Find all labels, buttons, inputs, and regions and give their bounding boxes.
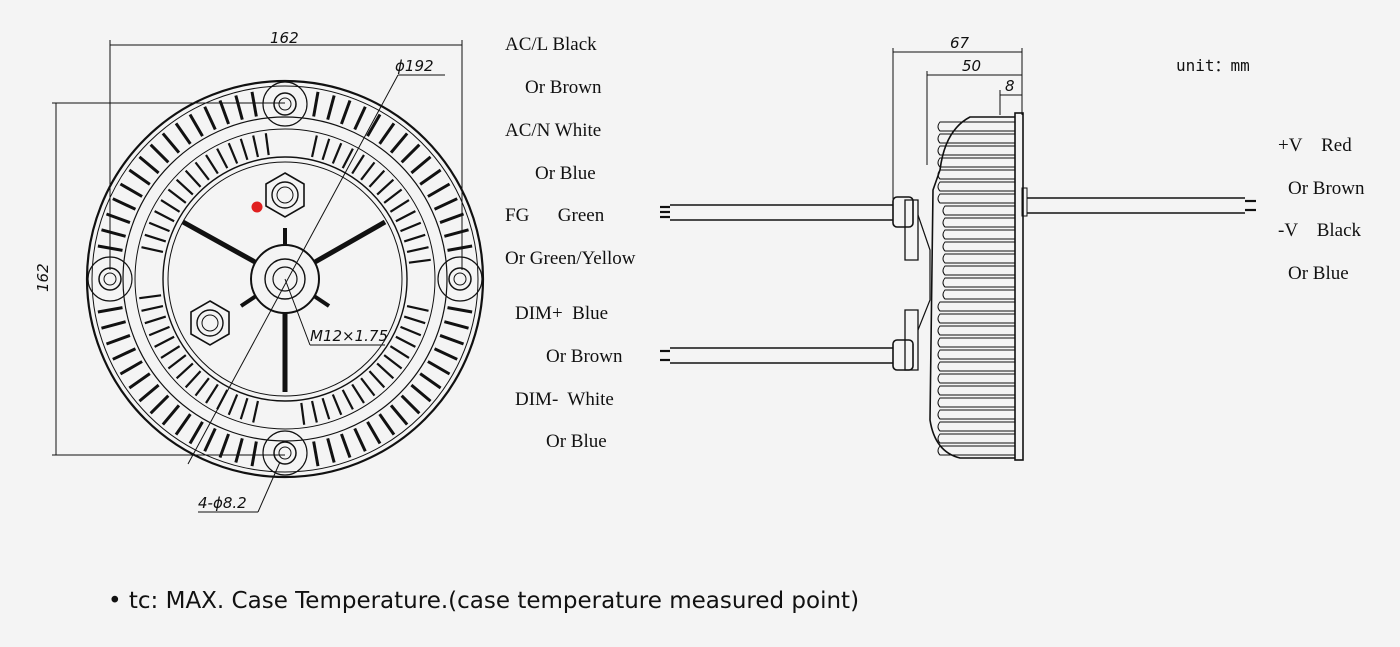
side-view [670, 48, 1245, 461]
mounting-hole-left [87, 256, 133, 302]
mounting-hole-bottom [262, 430, 308, 476]
wire-ends [660, 199, 1256, 362]
heatsink-fins [97, 91, 473, 467]
dim-thread: M12×1.75 [310, 327, 388, 345]
output-wire-label: +V Red [1278, 135, 1352, 156]
cable-gland-bottom [190, 300, 230, 346]
dim-height: 162 [34, 263, 52, 292]
input-wire-label: FG Green [505, 205, 605, 226]
dim-flange: 8 [1005, 77, 1015, 95]
input-wire-label: AC/N White [505, 120, 602, 141]
dim-holes: 4-ϕ8.2 [198, 494, 247, 512]
input-wire-label: Or Blue [535, 163, 596, 184]
dim-width: 162 [270, 29, 299, 47]
dim-diameter: ϕ192 [395, 57, 434, 75]
front-view [52, 40, 485, 513]
dim-wire-label: Or Blue [546, 431, 607, 452]
dim-body-depth: 50 [962, 57, 981, 75]
dim-wire-label: DIM+ Blue [515, 303, 609, 324]
unit-label: unit：mm [1176, 56, 1250, 75]
input-wire-label: Or Brown [525, 77, 602, 98]
footnote: • tc: MAX. Case Temperature.(case temper… [108, 588, 860, 614]
tc-measure-point [251, 201, 263, 213]
dim-wire-label: Or Brown [546, 346, 623, 367]
side-fins [937, 121, 1015, 456]
input-wire-label: Or Green/Yellow [505, 248, 636, 269]
output-wire-label: Or Brown [1288, 178, 1365, 199]
output-wire-label: Or Blue [1288, 263, 1349, 284]
mounting-hole-right [437, 256, 483, 302]
dim-wire-label: DIM- White [515, 389, 614, 410]
output-wire-label: -V Black [1278, 220, 1362, 241]
dim-total-depth: 67 [950, 34, 970, 52]
cable-gland-top [265, 172, 305, 218]
mounting-hole-top [262, 81, 308, 127]
input-wire-label: AC/L Black [505, 34, 597, 55]
